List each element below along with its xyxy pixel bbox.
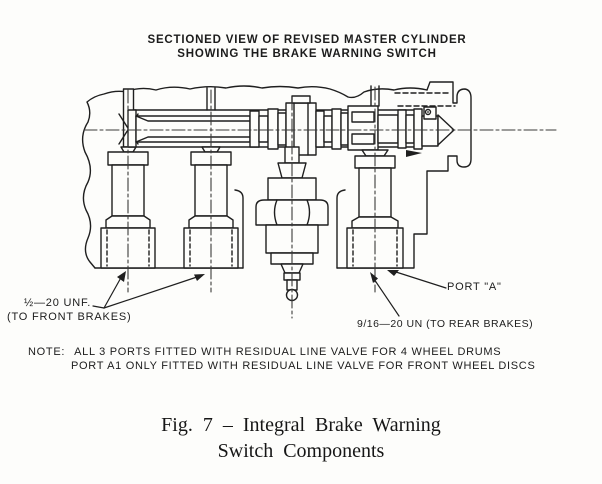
figure-title: SECTIONED VIEW OF REVISED MASTER CYLINDE… [6, 33, 602, 61]
note-prefix: NOTE: [28, 346, 66, 358]
mounting-flange [336, 81, 472, 269]
port-drilling-2 [206, 87, 216, 111]
note-block: NOTE: ALL 3 PORTS FITTED WITH RESIDUAL LI… [28, 346, 536, 373]
switch-recess-left-wall [234, 189, 244, 269]
note-line1: NOTE: ALL 3 PORTS FITTED WITH RESIDUAL LI… [28, 346, 536, 360]
switch-recess-right-wall [336, 189, 346, 269]
figure-caption: Fig. 7 – Integral Brake Warning Switch C… [0, 412, 602, 464]
label-rear-brakes: 9/16—20 UN (TO REAR BRAKES) [357, 318, 534, 330]
note-line2: PORT A1 ONLY FITTED WITH RESIDUAL LINE V… [71, 359, 536, 372]
figure-title-line1: SECTIONED VIEW OF REVISED MASTER CYLINDE… [147, 34, 467, 46]
leader-arrows [92, 270, 447, 317]
note-text1: ALL 3 PORTS FITTED WITH RESIDUAL LINE VA… [74, 346, 502, 358]
seal-wedge [406, 150, 422, 157]
label-port-a: PORT "A" [447, 281, 502, 293]
casting-outline [81, 85, 428, 269]
hidden-lines [394, 92, 456, 107]
label-front-brakes-dest: (TO FRONT BRAKES) [7, 311, 132, 323]
port-drilling-3 [370, 85, 380, 107]
figure-caption-line2: Switch Components [217, 440, 385, 462]
label-front-brakes-thread: ½—20 UNF. [24, 297, 92, 309]
figure-caption-line1: Fig. 7 – Integral Brake Warning [161, 414, 441, 436]
centerlines [83, 86, 557, 319]
figure-title-line2: SHOWING THE BRAKE WARNING SWITCH [177, 48, 437, 60]
